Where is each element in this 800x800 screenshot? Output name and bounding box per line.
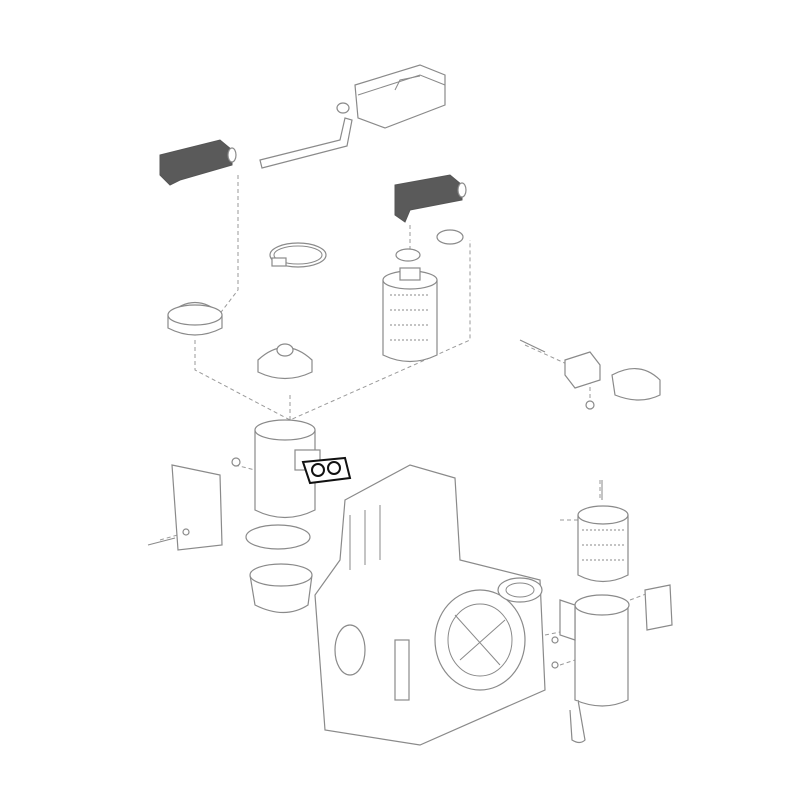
- spark-arrestor-screen: [577, 480, 629, 583]
- filter-cap-center: [257, 343, 313, 380]
- intake-elbow-left: [159, 139, 237, 186]
- air-filter-element: [382, 267, 438, 363]
- fuel-fitting: [519, 339, 661, 410]
- hose-clamp-small-1: [395, 248, 421, 262]
- filter-cap-left: [167, 302, 223, 336]
- exhaust-gasket: [497, 577, 543, 603]
- gasket-highlighted: [301, 456, 352, 485]
- hose-clamp-small-2: [436, 229, 464, 245]
- muffler: [551, 584, 673, 744]
- rocker-cover: [354, 64, 446, 129]
- intake-elbow-right: [394, 174, 467, 223]
- hose-clamp-large: [269, 242, 327, 268]
- o-ring: [245, 524, 311, 550]
- adapter-ring: [249, 563, 313, 614]
- air-cleaner-body: [231, 419, 321, 519]
- bracket-plate: [147, 464, 223, 551]
- engine-block: [314, 464, 546, 746]
- grommet: [336, 102, 350, 114]
- breather-tube: [259, 117, 353, 169]
